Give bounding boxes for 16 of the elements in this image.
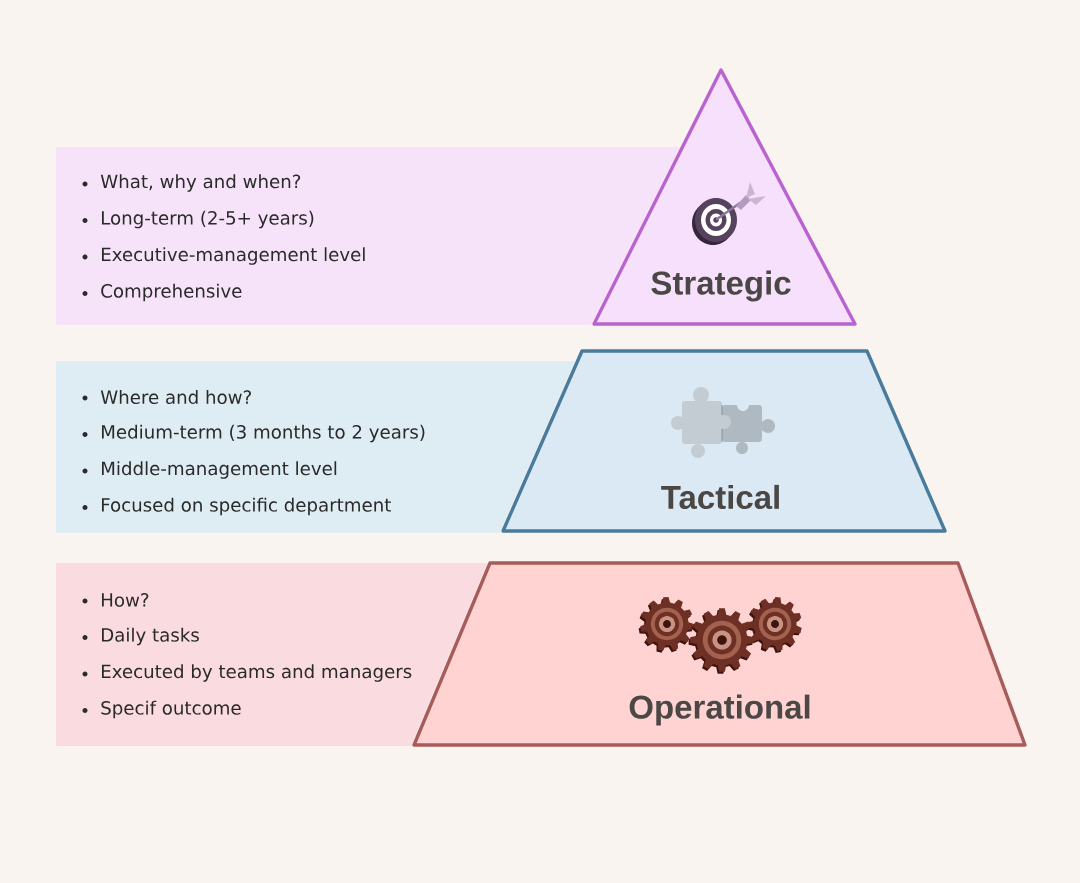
- info-panel: [56, 361, 576, 533]
- list-item: Comprehensive: [101, 283, 242, 302]
- list-item: Long-term (2-5+ years): [102, 210, 314, 229]
- list-item: Daily tasks: [102, 627, 199, 646]
- pyramid-tier: Tactical: [501, 349, 947, 533]
- list-item: Focused on specific department: [102, 497, 391, 516]
- info-panel: [56, 563, 488, 746]
- list-item: Medium-term (3 months to 2 years): [102, 424, 425, 443]
- list-item: What, why and when?: [100, 174, 301, 192]
- list-item: Middle-management level: [102, 461, 337, 479]
- list-item: Where and how?: [100, 389, 251, 405]
- list-item: Executed by teams and managers: [102, 664, 412, 682]
- pyramid-tier: Strategic: [592, 68, 857, 326]
- list-item: Specif outcome: [101, 700, 241, 719]
- list-item: How?: [102, 593, 149, 607]
- list-item: Executive-management level: [102, 247, 365, 265]
